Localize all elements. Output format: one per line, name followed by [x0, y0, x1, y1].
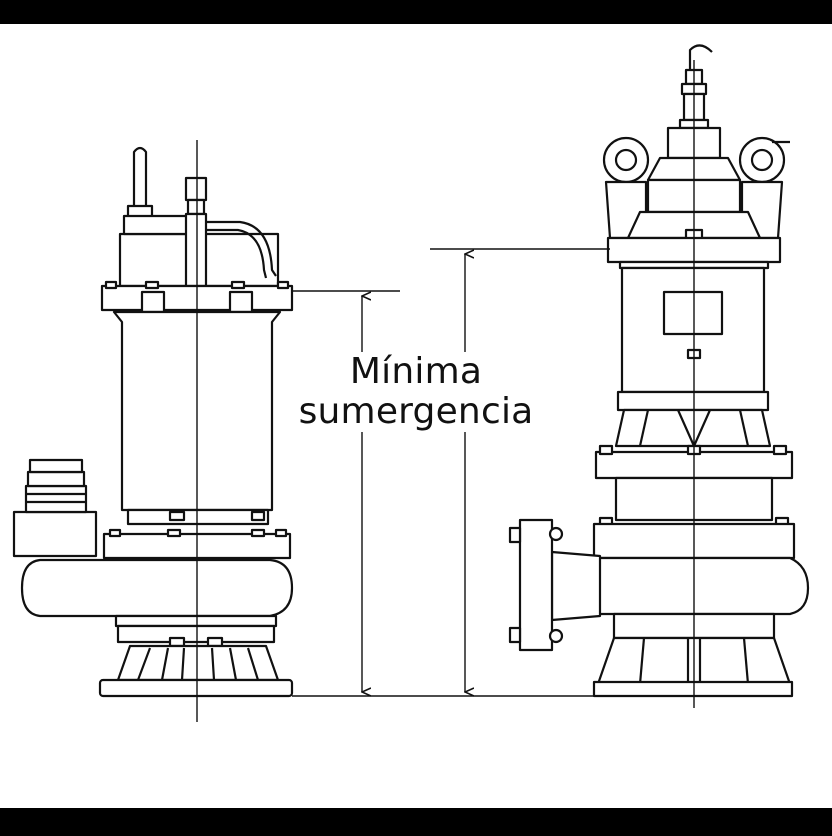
left-discharge-outlet: [12, 510, 98, 558]
label-line-1: Mínima: [349, 351, 483, 392]
right-discharge-flange: [518, 518, 554, 652]
left-volute: [20, 558, 294, 618]
bottom-black-bar: [0, 808, 832, 832]
label-mask: [296, 352, 536, 432]
label-line-2: sumergencia: [298, 391, 534, 432]
right-cable-gland-icon: [688, 44, 713, 70]
right-nameplate: [662, 290, 724, 336]
right-volute: [592, 556, 810, 616]
right-discharge-pipe: [550, 550, 602, 622]
left-handle-icon: [132, 146, 148, 214]
right-base-plate: [592, 680, 794, 698]
min-submergence-label: Mínima sumergencia: [286, 352, 546, 432]
top-black-bar: [0, 0, 832, 24]
left-strainer: [116, 644, 280, 682]
left-cable: [206, 220, 277, 277]
left-base-plate: [98, 678, 294, 698]
